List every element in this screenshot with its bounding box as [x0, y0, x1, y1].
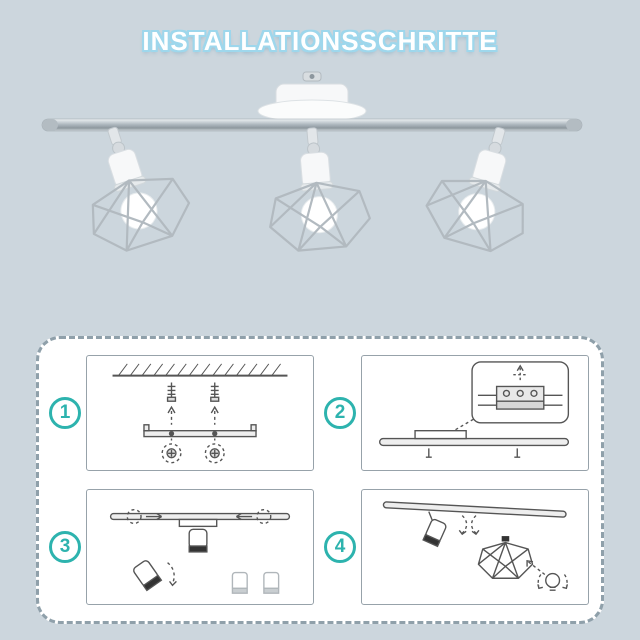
- connect-wiring-terminal-icon: [378, 361, 570, 458]
- insert-bulb-adjust-heads-icon: [382, 501, 569, 591]
- step-1: 1: [49, 351, 314, 475]
- step-1-number: 1: [49, 397, 81, 429]
- spotlight-head-right-icon: [425, 126, 524, 253]
- mounting-bar-icon: [41, 118, 583, 132]
- step-2-illustration: [361, 355, 589, 471]
- steps-panel: 1: [36, 336, 604, 624]
- attach-spotlight-heads-icon: [109, 508, 291, 594]
- step-1-illustration: [86, 355, 314, 471]
- step-3: 3: [49, 485, 314, 609]
- spotlight-head-left-icon: [91, 126, 191, 252]
- step-4-illustration: [361, 489, 589, 605]
- step-3-illustration: [86, 489, 314, 605]
- step-4: 4: [324, 485, 589, 609]
- spotlight-head-center-icon: [269, 127, 371, 252]
- step-4-number: 4: [324, 531, 356, 563]
- page-title: INSTALLATIONSSCHRITTE: [142, 26, 498, 56]
- step-2-number: 2: [324, 397, 356, 429]
- product-photo: [0, 62, 640, 324]
- mount-bracket-to-ceiling-icon: [112, 363, 288, 464]
- step-3-number: 3: [49, 531, 81, 563]
- step-2: 2: [324, 351, 589, 475]
- ceiling-canopy-icon: [257, 71, 367, 123]
- three-head-cage-ceiling-spotlight-icon: [41, 71, 583, 253]
